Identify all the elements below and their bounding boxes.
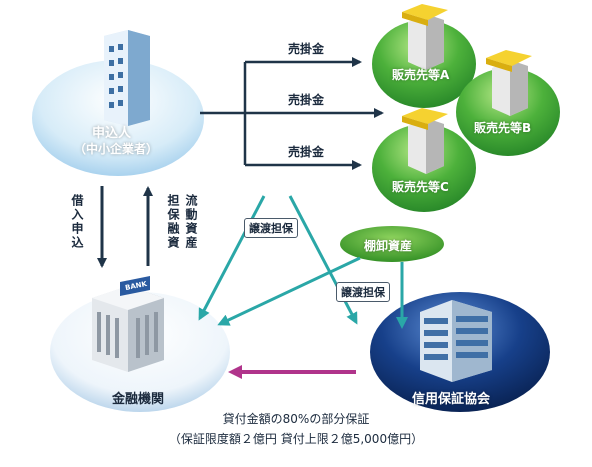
applicant-title: 申込人 <box>92 126 132 141</box>
transfer-collateral-tag-left: 譲渡担保 <box>244 218 298 238</box>
loan-application-label: 借入申込 <box>70 194 84 250</box>
bank-label: 金融機関 <box>112 392 165 407</box>
bank-building-icon <box>92 276 164 372</box>
guarantor-label: 信用保証協会 <box>412 392 491 407</box>
inventory-label: 棚卸資産 <box>364 239 413 253</box>
receivable-label-c: 売掛金 <box>288 145 325 159</box>
customer-a-building-icon <box>402 4 448 70</box>
customer-c-building-icon <box>402 108 448 174</box>
inventory-to-bank-arrow <box>217 256 361 326</box>
transfer-collateral-arrows <box>198 195 408 329</box>
guarantee-line1: 貸付金額の80%の部分保証 <box>222 412 370 426</box>
receivable-to-bank-arrow <box>198 195 266 321</box>
receivable-label-a: 売掛金 <box>288 42 325 56</box>
receivable-to-guarantor-arrow <box>288 195 358 325</box>
guarantee-line2: （保証限度額２億円 貸付上限２億5,000億円） <box>168 432 424 446</box>
customer-a-label: 販売先等A <box>392 68 450 82</box>
customer-b-label: 販売先等B <box>474 121 532 135</box>
applicant-bank-arrows <box>97 186 153 268</box>
transfer-collateral-tag-right: 譲渡担保 <box>336 282 390 302</box>
customer-c-label: 販売先等C <box>392 180 449 194</box>
guarantor-building-icon <box>420 300 492 382</box>
receivable-arrows <box>200 57 384 170</box>
inventory-pill <box>340 226 444 262</box>
collateral-loan-label: 担保融資 <box>166 194 180 250</box>
receivable-label-b: 売掛金 <box>288 93 325 107</box>
applicant-building-icon <box>104 30 150 126</box>
customer-b-building-icon <box>486 50 532 116</box>
current-assets-label: 流動資産 <box>184 194 198 250</box>
applicant-subtitle: （中小企業者） <box>74 142 159 156</box>
